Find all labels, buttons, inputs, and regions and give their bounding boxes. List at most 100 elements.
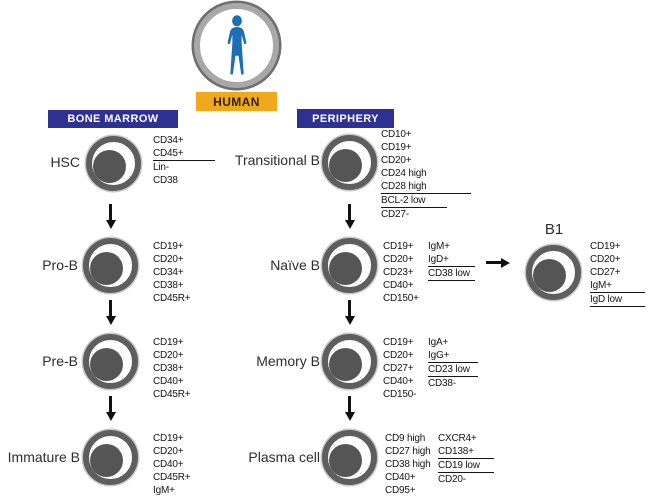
marker-text: CD20+ <box>153 350 184 361</box>
marker-list-immature-b: CD19+ CD20+ CD40+ CD45R+ IgM+ <box>153 432 215 497</box>
marker-text: CD23 low <box>428 363 478 377</box>
marker-text: CD23+ <box>383 267 414 278</box>
arrow-down-icon <box>344 396 355 421</box>
marker-text: Lin- <box>153 162 169 173</box>
cell-icon-memory-b <box>322 334 377 389</box>
cell-icon-immature-b <box>83 430 138 485</box>
marker-text: CD27+ <box>383 363 414 374</box>
marker-text: CD20+ <box>381 155 412 166</box>
marker-text: CD19+ <box>590 241 621 252</box>
marker-text: CD27 high <box>385 446 431 457</box>
marker-text: CD28 high <box>381 180 471 194</box>
marker-text: CD45R+ <box>153 472 191 483</box>
marker-text: CD24 high <box>381 168 427 179</box>
marker-text: CD19+ <box>153 241 184 252</box>
marker-text: CD150- <box>383 389 417 400</box>
marker-list-naive-b-2: IgM+IgD+CD38 low <box>428 240 475 281</box>
nucleus <box>90 444 123 477</box>
marker-text: BCL-2 low <box>381 194 447 208</box>
stage-label-transitional-b: Transitional B <box>234 152 320 168</box>
marker-list-naive-b-1: CD19+ CD20+ CD23+ CD40+ CD150+ <box>383 240 427 305</box>
cell-icon-transitional-b <box>322 135 377 190</box>
marker-text: CD20+ <box>590 254 621 265</box>
marker-text: CD40+ <box>153 459 184 470</box>
marker-text: CD38+ <box>153 280 184 291</box>
marker-list-hsc: CD34+CD45+Lin-CD38 <box>153 134 215 187</box>
marker-text: IgG+ <box>428 349 478 363</box>
marker-text: CD138+ <box>438 445 494 459</box>
nucleus <box>533 259 566 292</box>
human-banner: HUMAN <box>196 92 277 111</box>
marker-text: CD20+ <box>383 254 414 265</box>
nucleus <box>329 348 362 381</box>
marker-text: CD38 low <box>428 267 475 281</box>
arrow-down-icon <box>105 204 116 229</box>
stage-label-pre-b: Pre-B <box>42 353 78 369</box>
cell-icon-pro-b <box>83 238 138 293</box>
marker-text: IgD low <box>590 293 645 307</box>
marker-list-memory-b-1: CD19+ CD20+ CD27+ CD40+ CD150- <box>383 336 427 401</box>
marker-text: CD38 high <box>385 459 431 470</box>
marker-text: CD19+ <box>153 433 184 444</box>
marker-text: CD19+ <box>153 337 184 348</box>
marker-text: IgD+ <box>428 253 475 267</box>
periphery-banner: PERIPHERY <box>297 109 394 128</box>
marker-text: CD19+ <box>383 241 414 252</box>
marker-text: IgM+ <box>153 485 175 496</box>
cell-icon-b1 <box>526 245 581 300</box>
marker-text: CD45R+ <box>153 293 191 304</box>
marker-text: CD10+ <box>381 129 412 140</box>
arrow-down-icon <box>344 300 355 325</box>
marker-list-pre-b: CD19+ CD20+ CD38+ CD40+ CD45R+ <box>153 336 215 401</box>
nucleus <box>329 149 362 182</box>
marker-list-pro-b: CD19+ CD20+ CD34+ CD38+ CD45R+ <box>153 240 215 305</box>
marker-text: CD9 high <box>385 433 426 444</box>
marker-text: IgM+ <box>428 241 450 252</box>
stage-label-hsc: HSC <box>50 154 80 170</box>
nucleus <box>329 444 362 477</box>
stage-label-pro-b: Pro-B <box>42 257 78 273</box>
marker-text: CD20+ <box>153 254 184 265</box>
marker-text: CD45R+ <box>153 389 191 400</box>
marker-text: CD27- <box>381 209 409 220</box>
nucleus <box>329 252 362 285</box>
arrow-right-icon <box>486 257 510 268</box>
arrow-down-icon <box>105 300 116 325</box>
marker-text: CD38+ <box>153 363 184 374</box>
nucleus <box>93 150 126 183</box>
arrow-down-icon <box>105 396 116 421</box>
marker-text: CD34+ <box>153 135 184 146</box>
marker-text: CD38 <box>153 175 178 186</box>
marker-text: CD20- <box>438 474 466 485</box>
bone-marrow-banner: BONE MARROW <box>48 110 178 128</box>
marker-text: CD20+ <box>383 350 414 361</box>
marker-text: CD19+ <box>381 142 412 153</box>
marker-text: CD38- <box>428 378 456 389</box>
cell-icon-plasma-cell <box>322 430 377 485</box>
marker-text: CD20+ <box>153 446 184 457</box>
stage-label-memory-b: Memory B <box>256 353 320 369</box>
marker-text: CD19+ <box>383 337 414 348</box>
marker-text: CD150+ <box>383 293 419 304</box>
marker-text: CD40+ <box>153 376 184 387</box>
arrow-down-icon <box>344 204 355 229</box>
human-icon <box>194 3 279 88</box>
marker-text: CD19 low <box>438 459 494 473</box>
marker-text: IgA+ <box>428 337 449 348</box>
nucleus <box>90 252 123 285</box>
marker-text: CD27+ <box>590 267 621 278</box>
marker-text: IgM+ <box>590 279 645 293</box>
stage-label-naive-b: Naïve B <box>270 257 320 273</box>
marker-text: CD34+ <box>153 267 184 278</box>
cell-icon-naive-b <box>322 238 377 293</box>
marker-text: CD40+ <box>383 376 414 387</box>
cell-icon-pre-b <box>83 334 138 389</box>
marker-text: CD40+ <box>383 280 414 291</box>
stage-label-b1: B1 <box>544 221 564 238</box>
stage-label-plasma-cell: Plasma cell <box>248 449 320 465</box>
